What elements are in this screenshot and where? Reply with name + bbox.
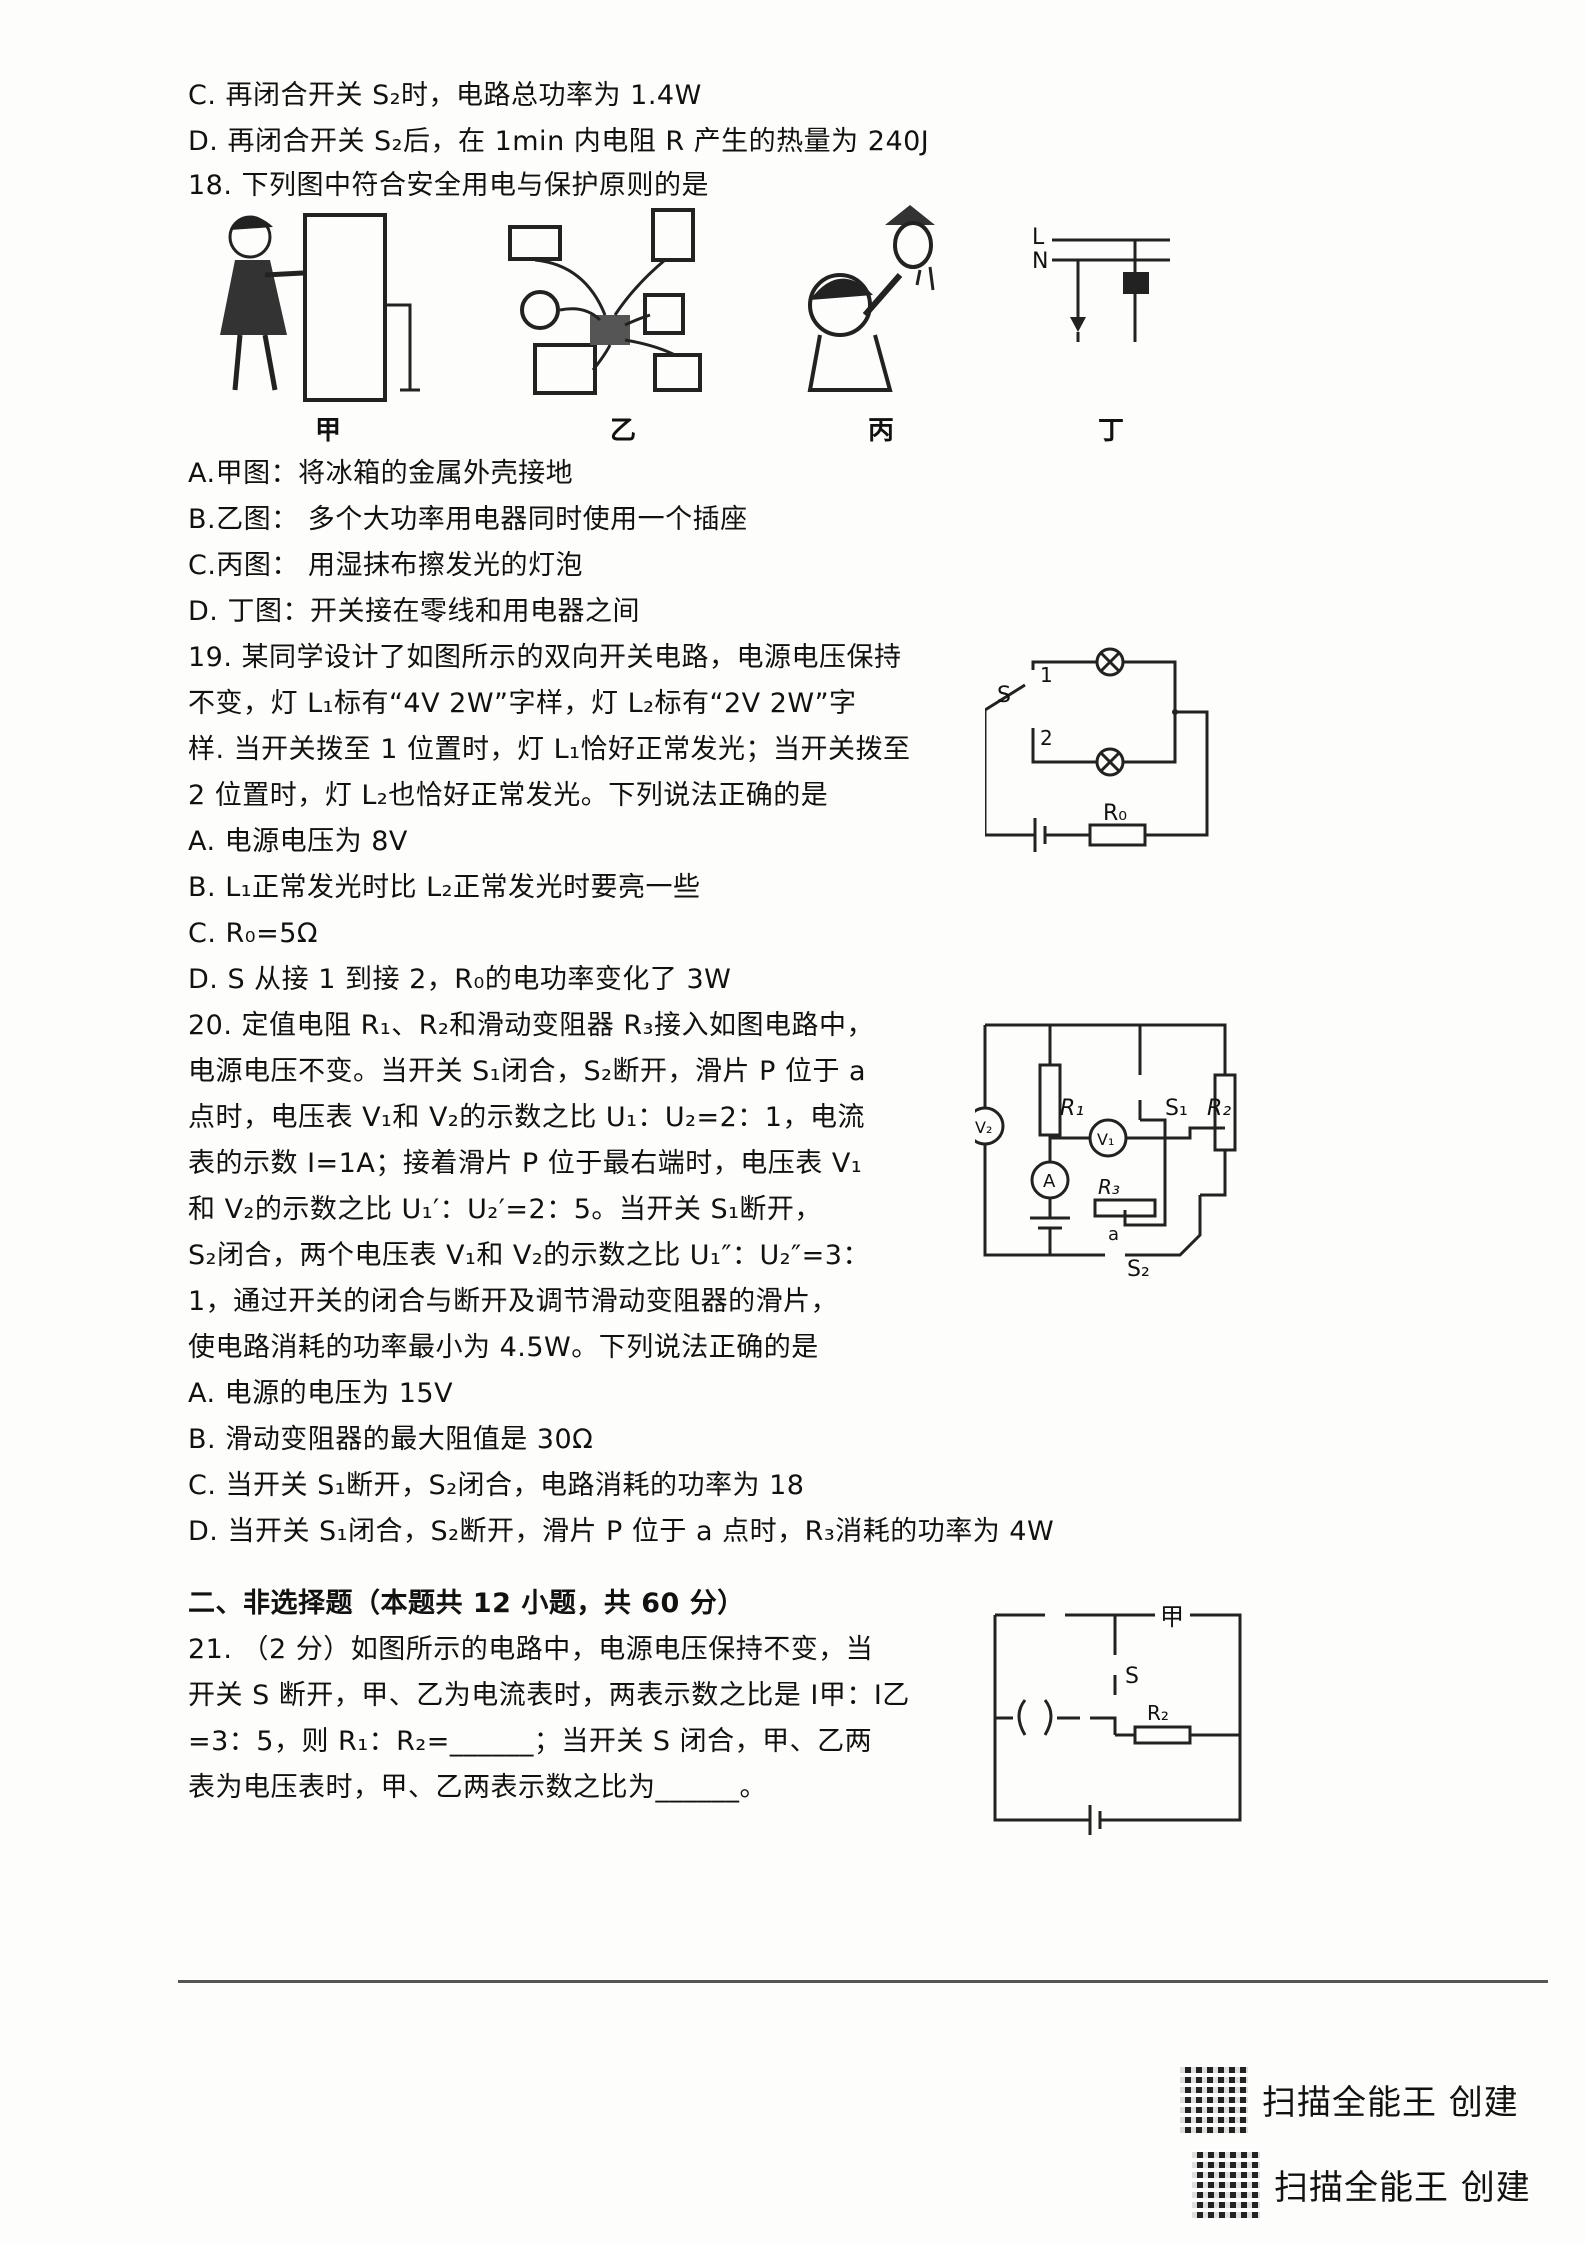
q18-option-a: A.甲图：将冰箱的金属外壳接地 (188, 458, 574, 489)
q19-stem-3: 样. 当开关拨至 1 位置时，灯 L₁恰好正常发光；当开关拨至 (188, 734, 911, 765)
fig18-bing (795, 205, 970, 395)
q21-stem-2: 开关 S 断开，甲、乙为电流表时，两表示数之比是 I甲：I乙 (188, 1680, 910, 1711)
fig19-pos1: 1 (1040, 663, 1053, 687)
fig19-s-label: S (997, 683, 1011, 708)
fig19-circuit: S 1 2 R₀ (985, 640, 1225, 865)
q21-stem-4: 表为电压表时，甲、乙两表示数之比为______。 (188, 1772, 767, 1803)
q18-option-b: B.乙图： 多个大功率用电器同时使用一个插座 (188, 504, 748, 535)
fig20-ammeter: A (1043, 1171, 1056, 1192)
q20-stem-5: 和 V₂的示数之比 U₁′：U₂′=2：5。当开关 S₁断开， (188, 1194, 822, 1225)
q17-option-c: C. 再闭合开关 S₂时，电路总功率为 1.4W (188, 80, 702, 111)
q19-stem-1: 19. 某同学设计了如图所示的双向开关电路，电源电压保持 (188, 642, 902, 673)
q20-stem-8: 使电路消耗的功率最小为 4.5W。下列说法正确的是 (188, 1332, 819, 1363)
fig18-label-ding: 丁 (1098, 416, 1125, 446)
fig21-r2: R₂ (1147, 1701, 1169, 1725)
q21-stem-1: 21. （2 分）如图所示的电路中，电源电压保持不变，当 (188, 1634, 874, 1665)
q18-option-c: C.丙图： 用湿抹布擦发光的灯泡 (188, 550, 584, 581)
fig21-circuit: 甲 S R₂ (985, 1605, 1255, 1835)
q21-stem-3: =3：5，则 R₁：R₂=______；当开关 S 闭合，甲、乙两 (188, 1726, 873, 1757)
fig20-r3: R₃ (1098, 1175, 1120, 1199)
fig21-jia: 甲 (1160, 1605, 1184, 1631)
fig18-label-bing: 丙 (868, 416, 895, 446)
q20-stem-6: S₂闭合，两个电压表 V₁和 V₂的示数之比 U₁″：U₂″=3： (188, 1240, 870, 1271)
q17-option-d: D. 再闭合开关 S₂后，在 1min 内电阻 R 产生的热量为 240J (188, 126, 930, 157)
page-divider (178, 1980, 1548, 1983)
fig20-r1: R₁ (1060, 1096, 1084, 1121)
q20-option-c: C. 当开关 S₁断开，S₂闭合，电路消耗的功率为 18 (188, 1470, 805, 1501)
wire-n-label: N (1032, 249, 1048, 274)
watermark-2: 扫描全能王 创建 (1192, 2150, 1531, 2218)
fig19-pos2: 2 (1040, 726, 1053, 750)
q20-stem-4: 表的示数 I=1A；接着滑片 P 位于最右端时，电压表 V₁ (188, 1148, 863, 1179)
fig21-s: S (1125, 1664, 1139, 1689)
fig19-r0: R₀ (1103, 801, 1127, 826)
q20-stem-3: 点时，电压表 V₁和 V₂的示数之比 U₁：U₂=2：1，电流 (188, 1102, 865, 1133)
q19-option-a: A. 电源电压为 8V (188, 826, 408, 857)
q20-stem-2: 电源电压不变。当开关 S₁闭合，S₂断开，滑片 P 位于 a (188, 1056, 867, 1087)
q19-option-d: D. S 从接 1 到接 2，R₀的电功率变化了 3W (188, 964, 732, 995)
fig18-label-jia: 甲 (315, 416, 342, 446)
q18-option-d: D. 丁图：开关接在零线和用电器之间 (188, 596, 640, 627)
qr-code-icon (1192, 2150, 1260, 2218)
fig20-v1: V₁ (1097, 1130, 1114, 1149)
q19-option-b: B. L₁正常发光时比 L₂正常发光时要亮一些 (188, 872, 701, 903)
q20-option-a: A. 电源的电压为 15V (188, 1378, 454, 1409)
fig20-circuit: R₁ R₂ S₁ R₃ V₂ V₁ A a S₂ (975, 1020, 1255, 1280)
fig20-s2: S₂ (1127, 1257, 1150, 1280)
section-2-title: 二、非选择题（本题共 12 小题，共 60 分） (188, 1588, 745, 1619)
fig18-jia (195, 205, 450, 410)
fig20-s1: S₁ (1165, 1096, 1188, 1121)
qr-code-icon (1180, 2065, 1248, 2133)
q19-stem-4: 2 位置时，灯 L₂也恰好正常发光。下列说法正确的是 (188, 780, 829, 811)
fig18-ding: L N (1030, 222, 1170, 362)
watermark-1: 扫描全能王 创建 (1180, 2065, 1519, 2133)
fig20-point-a: a (1108, 1224, 1119, 1245)
q18-stem: 18. 下列图中符合安全用电与保护原则的是 (188, 170, 710, 201)
q20-option-b: B. 滑动变阻器的最大阻值是 30Ω (188, 1424, 594, 1455)
watermark-text-2: 扫描全能王 创建 (1274, 2167, 1531, 2208)
q20-stem-7: 1，通过开关的闭合与断开及调节滑动变阻器的滑片， (188, 1286, 839, 1317)
watermark-text-1: 扫描全能王 创建 (1262, 2082, 1519, 2123)
fig18-yi (505, 205, 720, 405)
fig20-v2: V₂ (975, 1118, 992, 1137)
q20-stem-1: 20. 定值电阻 R₁、R₂和滑动变阻器 R₃接入如图电路中， (188, 1010, 874, 1041)
q19-stem-2: 不变，灯 L₁标有“4V 2W”字样，灯 L₂标有“2V 2W”字 (188, 688, 857, 719)
fig20-r2: R₂ (1207, 1096, 1231, 1121)
q19-option-c: C. R₀=5Ω (188, 918, 319, 949)
fig18-label-yi: 乙 (610, 416, 637, 446)
q20-option-d: D. 当开关 S₁闭合，S₂断开，滑片 P 位于 a 点时，R₃消耗的功率为 4… (188, 1516, 1055, 1547)
wire-l-label: L (1032, 225, 1045, 250)
